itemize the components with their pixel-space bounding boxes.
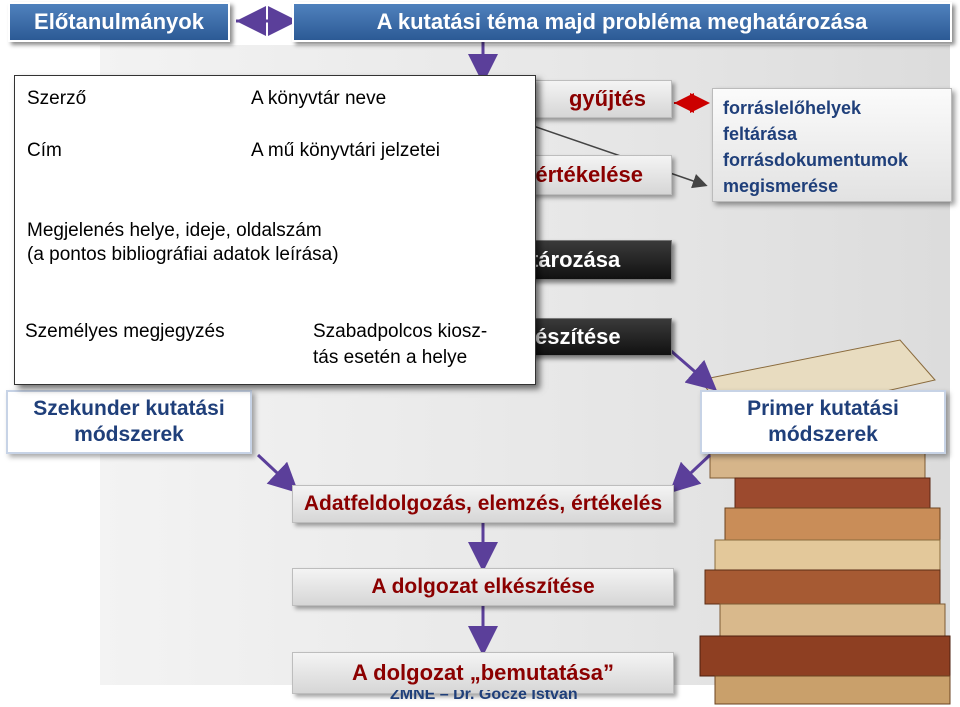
presentation-step-box: A dolgozat „bemutatása” (292, 652, 674, 694)
topic-definition-box: A kutatási téma majd probléma meghatároz… (292, 2, 952, 42)
sources-line-1: forráslelőhelyek (723, 98, 862, 118)
secondary-methods-line-1: Szekunder kutatási (33, 396, 225, 420)
collect-step-label: gyűjtés (568, 86, 646, 111)
sources-line-4: megismerése (723, 176, 839, 196)
footer-author: ZMNE – Dr. Gőcze István (390, 690, 590, 707)
secondary-methods-box: Szekunder kutatási módszerek (6, 390, 252, 454)
card-title: Cím (27, 140, 62, 161)
secondary-methods-line-2: módszerek (74, 423, 184, 446)
processing-step-box: Adatfeldolgozás, elemzés, értékelés (292, 485, 674, 523)
topic-definition-label: A kutatási téma majd probléma meghatároz… (376, 9, 868, 34)
catalogue-card: Szerző A könyvtár neve Cím A mű könyvtár… (14, 75, 536, 385)
prestudies-box: Előtanulmányok (8, 2, 230, 42)
sources-line-2: feltárása (723, 124, 798, 144)
writing-step-box: A dolgozat elkészítése (292, 568, 674, 606)
sources-box: forráslelőhelyek feltárása forrásdokumen… (712, 88, 952, 202)
evaluate-step-label: értékelése (535, 162, 643, 187)
sources-line-3: forrásdokumentumok (723, 150, 909, 170)
prestudies-label: Előtanulmányok (34, 9, 204, 34)
card-open-shelf-line-1: Szabadpolcos kiosz- (313, 321, 488, 342)
card-publication-note: (a pontos bibliográfiai adatok leírása) (27, 244, 339, 265)
presentation-step-label: A dolgozat „bemutatása” (352, 660, 614, 685)
primary-methods-line-1: Primer kutatási (747, 396, 899, 420)
card-open-shelf-line-2: tás esetén a helye (313, 347, 468, 368)
card-author: Szerző (27, 88, 87, 109)
primary-methods-line-2: módszerek (768, 423, 878, 446)
writing-step-label: A dolgozat elkészítése (371, 575, 595, 598)
primary-methods-box: Primer kutatási módszerek (700, 390, 946, 454)
define-step-label: tározása (531, 247, 621, 272)
card-library-name: A könyvtár neve (251, 88, 387, 109)
prepare-step-label: észítése (535, 324, 621, 349)
card-personal-note: Személyes megjegyzés (25, 321, 225, 342)
card-call-number: A mű könyvtári jelzetei (251, 140, 441, 161)
processing-step-label: Adatfeldolgozás, elemzés, értékelés (303, 492, 663, 515)
card-publication: Megjelenés helye, ideje, oldalszám (27, 220, 322, 241)
footer-author-text: ZMNE – Dr. Gőcze István (390, 690, 578, 703)
